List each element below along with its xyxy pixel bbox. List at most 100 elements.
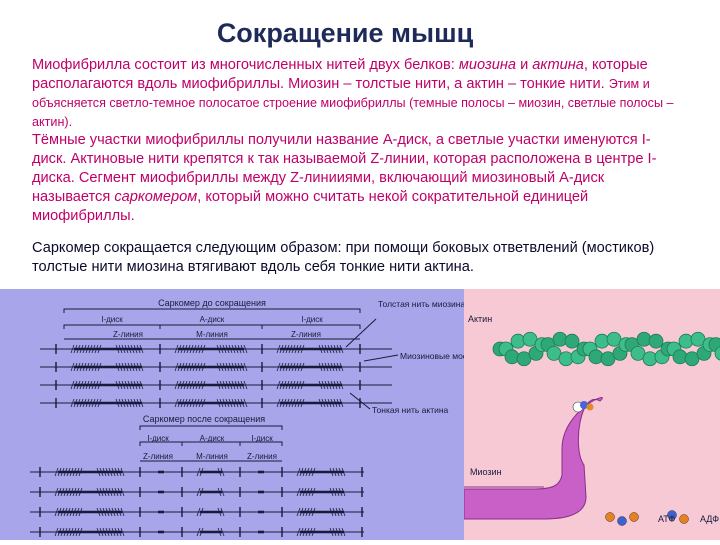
myosin-bridge: [291, 398, 296, 408]
label-adp: АДФ: [700, 514, 719, 524]
myosin-bridge: [136, 344, 141, 354]
myosin-bridge: [66, 487, 71, 497]
myosin-head: [464, 397, 603, 520]
myosin-bridge: [296, 487, 301, 497]
myosin-bridge: [114, 527, 119, 537]
myosin-bridge: [177, 380, 182, 390]
text-span: Тёмные участки миофибриллы получили назв…: [32, 132, 657, 205]
myosin-bridge: [114, 507, 119, 517]
label-thin-filament: Тонкая нить актина: [372, 405, 449, 415]
myosin-bridge: [99, 487, 104, 497]
myosin-bridge: [139, 398, 144, 408]
myosin-bridge: [63, 467, 68, 477]
myosin-bridge: [120, 467, 125, 477]
myosin-bridge: [121, 362, 126, 372]
myosin-bridge: [333, 380, 338, 390]
myosin-bridge: [111, 487, 116, 497]
slide-title: Сокращение мышц: [216, 18, 474, 48]
myosin-bridge: [338, 507, 343, 517]
myosin-bridge: [70, 344, 75, 354]
myosin-bridge: [321, 344, 326, 354]
myosin-bridge: [195, 398, 200, 408]
myosin-bridge: [327, 380, 332, 390]
myosin-bridge: [201, 398, 206, 408]
myosin-bridge: [222, 362, 227, 372]
myosin-bridge: [69, 487, 74, 497]
myosin-bridge: [78, 467, 83, 477]
myosin-bridge: [118, 362, 123, 372]
myosin-bridge: [54, 527, 59, 537]
myosin-bridge: [329, 467, 334, 477]
label-actin: Актин: [468, 314, 492, 324]
phosphate-molecule: [679, 514, 689, 524]
myosin-bridge: [73, 398, 78, 408]
actin-bead: [564, 333, 580, 349]
myosin-bridge: [97, 362, 102, 372]
myosin-bridge: [276, 362, 281, 372]
myosin-bridge: [114, 487, 119, 497]
myosin-bridge: [118, 380, 123, 390]
myosin-bridge: [279, 398, 284, 408]
label-i-disk-3: I-диск: [147, 434, 169, 443]
myosin-bridge: [225, 380, 230, 390]
myosin-bridge: [120, 507, 125, 517]
myosin-bridge: [240, 380, 245, 390]
myosin-bridge: [318, 398, 323, 408]
label-z-line-1: Z-линия: [113, 330, 143, 339]
myosin-bridge: [78, 527, 83, 537]
myosin-bridge: [231, 398, 236, 408]
myosin-bridge: [82, 398, 87, 408]
myosin-bridge: [82, 344, 87, 354]
myosin-bridge: [231, 362, 236, 372]
myosin-bridge: [118, 344, 123, 354]
myosin-bridge: [133, 398, 138, 408]
myosin-bridge: [240, 344, 245, 354]
myosin-bridge: [85, 380, 90, 390]
myosin-bridge: [201, 362, 206, 372]
myosin-bridge: [219, 344, 224, 354]
myosin-bridge: [282, 398, 287, 408]
myosin-bridge: [199, 527, 204, 537]
myosin-bridge: [305, 487, 310, 497]
term-actin: актина: [532, 57, 584, 73]
myosin-bridge: [192, 362, 197, 372]
myosin-bridge: [276, 398, 281, 408]
myosin-bridge: [305, 507, 310, 517]
myosin-bridge: [124, 362, 129, 372]
myosin-bridge: [219, 362, 224, 372]
bracket: [63, 324, 161, 329]
myosin-bridge: [105, 467, 110, 477]
myosin-bridge: [297, 380, 302, 390]
myosin-bridge: [115, 380, 120, 390]
myosin-bridge: [299, 527, 304, 537]
atp-molecule: [580, 401, 588, 409]
myosin-bridge: [198, 362, 203, 372]
myosin-bridge: [339, 344, 344, 354]
myosin-bridge: [108, 527, 113, 537]
myosin-bridge: [294, 398, 299, 408]
myosin-bridge: [196, 527, 201, 537]
myosin-bridge: [216, 398, 221, 408]
myosin-bridge: [276, 344, 281, 354]
myosin-bridge: [288, 380, 293, 390]
myosin-bridge: [82, 362, 87, 372]
myosin-bridge: [54, 467, 59, 477]
myosin-bridge: [96, 487, 101, 497]
myosin-bridge: [217, 467, 222, 477]
myosin-bridge: [73, 362, 78, 372]
myosin-bridge: [133, 344, 138, 354]
myosin-bridge: [111, 507, 116, 517]
myosin-bridge: [117, 467, 122, 477]
myosin-bridge: [311, 507, 316, 517]
myosin-bridge: [220, 507, 225, 517]
myosin-bridge: [327, 398, 332, 408]
myosin-bridge: [225, 362, 230, 372]
myosin-bridge: [234, 362, 239, 372]
myosin-bridge: [220, 527, 225, 537]
myosin-bridge: [217, 487, 222, 497]
myosin-bridge: [133, 380, 138, 390]
myosin-bridge: [60, 487, 65, 497]
myosin-bridge: [186, 362, 191, 372]
myosin-bridge: [339, 362, 344, 372]
myosin-bridge: [88, 362, 93, 372]
